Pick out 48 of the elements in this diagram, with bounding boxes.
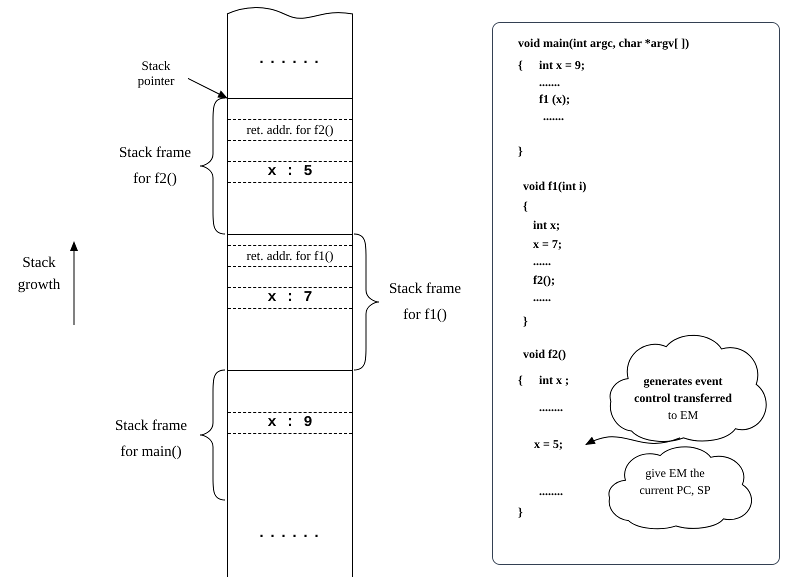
code-line: f1 (x); <box>539 92 570 107</box>
cloud-text: give EM the current PC, SP <box>638 465 712 499</box>
code-line: int x = 9; <box>539 58 585 73</box>
code-line: void f1(int i) <box>523 179 586 194</box>
frame-label: Stack frame for f2() <box>118 144 192 189</box>
slot-text: x : 9 <box>267 412 312 433</box>
code-line: { <box>523 199 528 214</box>
stack-slot <box>228 161 352 183</box>
code-line: ........ <box>539 484 563 499</box>
code-line: int x; <box>533 218 560 233</box>
code-line: { <box>518 373 523 388</box>
ellipsis-text: ...... <box>256 50 323 70</box>
code-line: ....... <box>539 75 560 90</box>
cloud-text: generates event control transferred to EM <box>633 373 733 424</box>
code-line: x = 7; <box>533 237 562 252</box>
growth-label: Stack growth <box>16 254 62 295</box>
arrow <box>188 78 228 98</box>
code-line: ....... <box>543 109 564 124</box>
stack-slot <box>228 287 352 309</box>
stack-slot <box>228 245 352 267</box>
slot-text: ret. addr. for f1() <box>246 247 334 266</box>
code-line: void f2() <box>523 347 566 362</box>
stack-frame <box>227 234 353 370</box>
code-line: ...... <box>533 254 551 269</box>
code-line: } <box>518 505 523 520</box>
code-line: f2(); <box>533 273 555 288</box>
slot-text: ret. addr. for f2() <box>246 121 334 140</box>
ellipsis-text: ...... <box>256 524 323 544</box>
stack-slot <box>228 119 352 141</box>
frame-label: Stack frame for f1() <box>388 280 462 325</box>
stack-slot <box>228 412 352 434</box>
pointer-label: Stack pointer <box>124 58 188 92</box>
frame-label: Stack frame for main() <box>114 417 188 462</box>
slot-text: x : 7 <box>267 288 312 308</box>
code-line: } <box>523 314 528 329</box>
code-line: int x ; <box>539 373 569 388</box>
stack-frame <box>227 98 353 234</box>
code-line: void main(int argc, char *argv[ ]) <box>518 36 690 51</box>
stack-frame <box>227 370 353 500</box>
code-line: { <box>518 58 523 73</box>
stack-region <box>227 14 353 98</box>
code-line: x = 5; <box>534 436 586 453</box>
code-line: ........ <box>539 400 563 415</box>
code-line: ...... <box>533 290 551 305</box>
code-panel <box>492 22 780 565</box>
slot-text: x : 5 <box>267 162 312 182</box>
code-line: } <box>518 144 523 159</box>
stack-region <box>227 500 353 577</box>
